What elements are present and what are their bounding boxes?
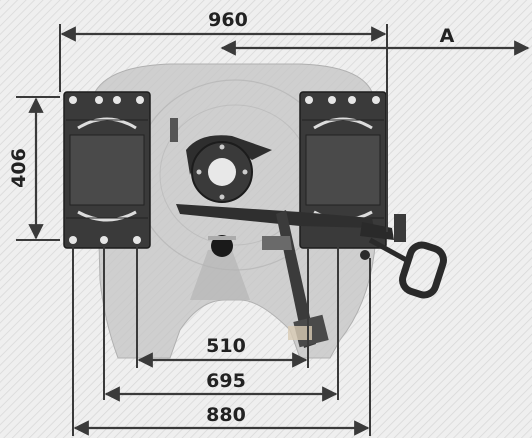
kingpin-guide (208, 236, 236, 240)
dim-label-A: A (440, 25, 455, 47)
right-mounting-bracket (299, 91, 387, 249)
plate-throat (190, 250, 250, 300)
dim-label-510: 510 (206, 335, 246, 357)
dim-label-880: 880 (206, 404, 246, 426)
left-mounting-bracket (63, 91, 151, 249)
locking-jaw (170, 118, 272, 203)
dim-label-406: 406 (8, 148, 30, 188)
kingpin-opening (211, 235, 233, 257)
dim-label-960: 960 (208, 9, 248, 31)
pull-handle (399, 241, 447, 299)
dimension-annotations (16, 24, 388, 436)
dim-label-695: 695 (206, 370, 246, 392)
plate-pad (288, 326, 312, 340)
